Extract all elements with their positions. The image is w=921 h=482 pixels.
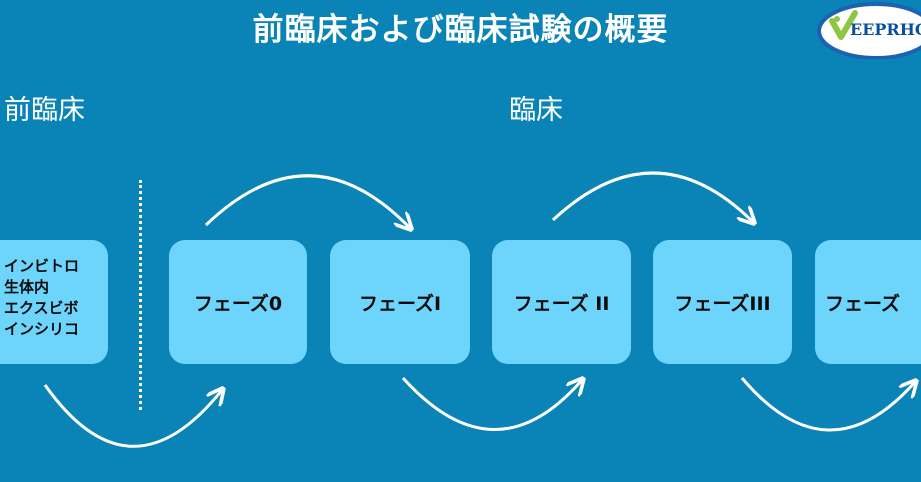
logo-text: EEPRHO [850,20,921,39]
veeprho-logo [817,2,921,59]
section-divider [139,180,142,410]
page-title: 前臨床および臨床試験の概要 [252,12,669,48]
phase-0-box: フェーズ0 [169,240,307,364]
phase-3-box: フェーズIII [653,240,792,364]
phase-label: フェーズ [825,292,901,315]
phase-label: フェーズ0 [193,292,283,315]
arrow-p3-to-p4 [740,378,915,432]
section-label-clinical: 臨床 [509,95,563,126]
arrow-pre-to-p0 [43,385,222,448]
phase-1-box: フェーズI [330,240,470,364]
phase-label: フェーズIII [674,292,771,315]
arrow-p2-to-p3 [551,171,753,222]
phase-2-box: フェーズ II [492,240,631,364]
preclinical-item: インビトロ [4,257,80,275]
preclinical-item: エクスビボ [4,299,79,317]
phase-4-box: フェーズ [815,240,921,364]
preclinical-item: インシリコ [4,320,80,338]
preclinical-item: 生体内 [4,278,50,296]
arrow-p0-to-p1 [204,174,410,228]
section-label-preclinical: 前臨床 [4,95,85,126]
arrow-p1-to-p2 [401,378,582,431]
phase-label: フェーズI [358,292,442,315]
phase-label: フェーズ II [513,292,610,315]
preclinical-box: インビトロ 生体内 エクスビボ インシリコ [0,240,108,364]
